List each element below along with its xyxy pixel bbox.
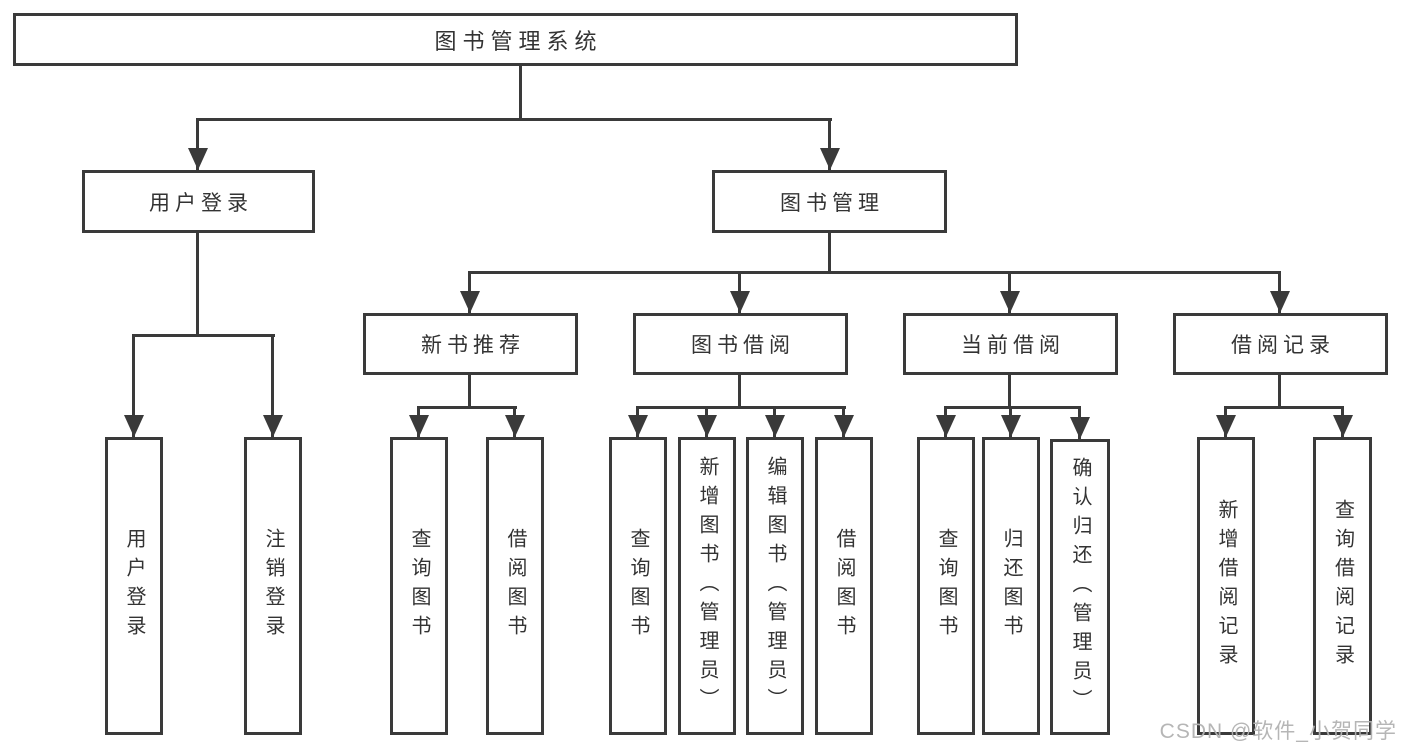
- arrow-down-icon: [271, 336, 274, 437]
- arrow-down-icon: [738, 273, 741, 313]
- node-user-login: 用户登录: [82, 170, 315, 233]
- arrow-down-icon: [773, 408, 776, 437]
- node-label: 图书管理系统: [434, 28, 603, 54]
- node-label: 图书管理: [780, 191, 884, 215]
- node-label: 编辑图书（管理员）: [764, 455, 786, 717]
- arrow-down-icon: [636, 408, 639, 437]
- connector-line: [468, 375, 471, 408]
- csdn-watermark: CSDN @软件_小贺同学: [1159, 720, 1397, 743]
- node-borrowing-records: 借阅记录: [1173, 313, 1388, 375]
- leaf-query-borrow-record: 查询借阅记录: [1313, 437, 1372, 735]
- node-label: 查询图书: [408, 528, 430, 644]
- node-label: 查询借阅记录: [1331, 499, 1354, 673]
- connector-line: [417, 406, 517, 409]
- connector-line: [1224, 406, 1344, 409]
- node-label: 查询图书: [935, 528, 957, 644]
- node-label: 用户登录: [123, 528, 145, 644]
- connector-line: [1008, 375, 1011, 408]
- node-label: 用户登录: [149, 191, 253, 215]
- leaf-add-borrow-record: 新增借阅记录: [1197, 437, 1255, 735]
- leaf-logout: 注销登录: [244, 437, 302, 735]
- connector-line: [1278, 375, 1281, 408]
- arrow-down-icon: [513, 408, 516, 437]
- arrow-down-icon: [1341, 408, 1344, 437]
- node-library-management-system: 图书管理系统: [13, 13, 1018, 66]
- leaf-add-book-admin: 新增图书（管理员）: [678, 437, 736, 735]
- arrow-down-icon: [196, 119, 199, 170]
- node-current-borrowing: 当前借阅: [903, 313, 1118, 375]
- connector-line: [196, 233, 199, 336]
- arrow-down-icon: [132, 336, 135, 437]
- node-label: 借阅记录: [1231, 334, 1335, 357]
- connector-line: [132, 334, 275, 337]
- node-label: 新书推荐: [421, 334, 525, 357]
- connector-line: [636, 406, 846, 409]
- node-label: 借阅图书: [833, 528, 855, 644]
- arrow-down-icon: [468, 273, 471, 313]
- node-label: 当前借阅: [961, 334, 1065, 357]
- node-label: 新增图书（管理员）: [696, 455, 718, 717]
- connector-line: [738, 375, 741, 408]
- arrow-down-icon: [828, 119, 831, 170]
- leaf-query-books-borrowing: 查询图书: [609, 437, 667, 735]
- node-label: 确认归还（管理员）: [1069, 456, 1091, 718]
- arrow-down-icon: [417, 408, 420, 437]
- leaf-edit-book-admin: 编辑图书（管理员）: [746, 437, 804, 735]
- arrow-down-icon: [705, 408, 708, 437]
- arrow-down-icon: [944, 408, 947, 437]
- connector-line: [828, 233, 831, 273]
- arrow-down-icon: [842, 408, 845, 437]
- connector-line: [519, 66, 522, 119]
- leaf-confirm-return-admin: 确认归还（管理员）: [1050, 439, 1110, 735]
- connector-line: [196, 118, 832, 121]
- arrow-down-icon: [1278, 273, 1281, 313]
- leaf-query-books-current: 查询图书: [917, 437, 975, 735]
- node-label: 借阅图书: [504, 528, 526, 644]
- leaf-borrow-books-recommend: 借阅图书: [486, 437, 544, 735]
- node-book-borrowing: 图书借阅: [633, 313, 848, 375]
- leaf-borrow-books: 借阅图书: [815, 437, 873, 735]
- node-label: 查询图书: [627, 528, 649, 644]
- node-label: 新增借阅记录: [1215, 499, 1237, 673]
- leaf-query-books-recommend: 查询图书: [390, 437, 448, 735]
- connector-line: [944, 406, 1081, 409]
- arrow-down-icon: [1078, 408, 1081, 439]
- leaf-user-login: 用户登录: [105, 437, 163, 735]
- arrow-down-icon: [1009, 408, 1012, 437]
- node-label: 归还图书: [1000, 528, 1022, 644]
- node-book-management: 图书管理: [712, 170, 947, 233]
- arrow-down-icon: [1008, 273, 1011, 313]
- node-label: 注销登录: [262, 528, 284, 644]
- arrow-down-icon: [1224, 408, 1227, 437]
- node-label: 图书借阅: [691, 334, 795, 357]
- leaf-return-books: 归还图书: [982, 437, 1040, 735]
- connector-line: [468, 271, 1281, 274]
- node-new-book-recommendation: 新书推荐: [363, 313, 578, 375]
